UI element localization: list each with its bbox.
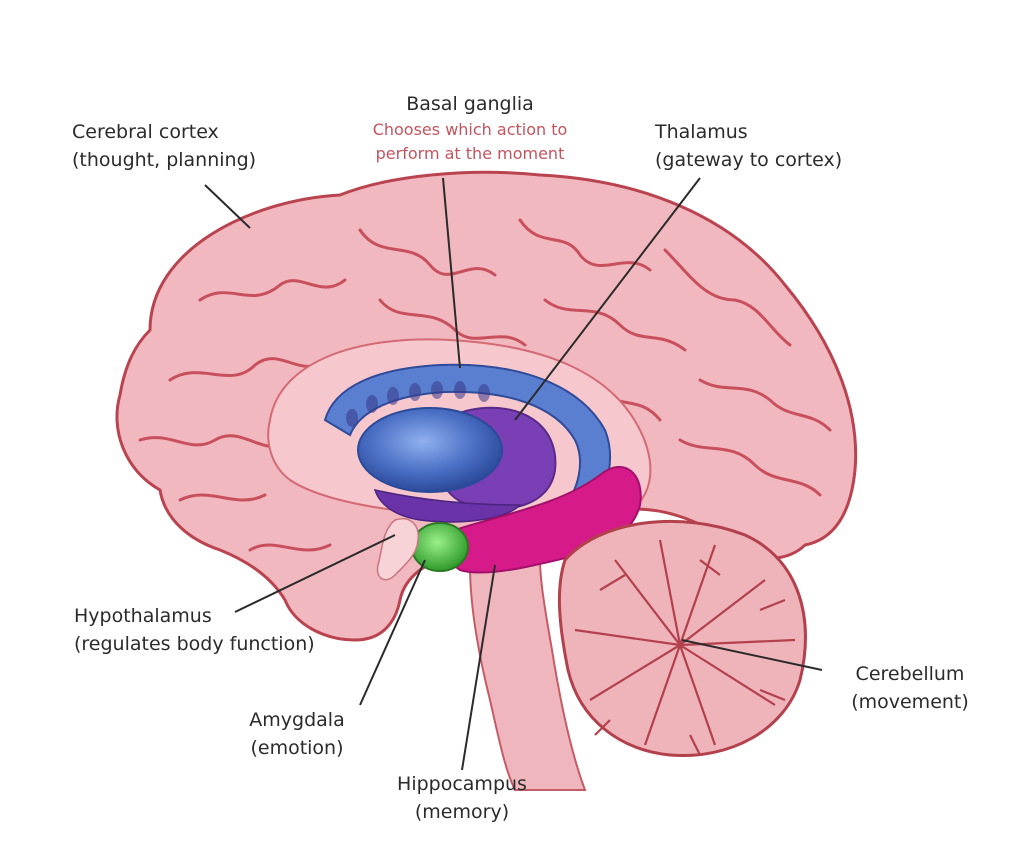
leader-hypothalamus	[234, 534, 396, 613]
leader-lines	[204, 177, 823, 771]
basal-ganglia-body	[357, 407, 503, 493]
cerebellum-subtitle: (movement)	[851, 691, 969, 713]
thalamus-lower	[373, 488, 522, 523]
cerebral-cortex-title: Cerebral cortex	[72, 121, 219, 143]
label-thalamus: Thalamus (gateway to cortex)	[655, 118, 842, 174]
leader-hippocampus	[461, 564, 496, 771]
thalamus-subtitle: (gateway to cortex)	[655, 149, 843, 171]
leader-basal-ganglia	[442, 177, 461, 369]
cerebellum-title: Cerebellum	[855, 663, 965, 685]
cerebral-cortex-subtitle: (thought, planning)	[72, 149, 257, 171]
label-basal-ganglia: Basal ganglia Chooses which action to pe…	[330, 90, 610, 166]
leader-thalamus	[514, 177, 701, 421]
label-amygdala: Amygdala (emotion)	[222, 706, 372, 762]
basal-ganglia-subtitle-line2: perform at the moment	[375, 144, 565, 163]
amygdala-title: Amygdala	[249, 709, 345, 731]
basal-ganglia-title: Basal ganglia	[406, 93, 534, 115]
hippocampus-subtitle: (memory)	[414, 801, 510, 823]
basal-ganglia-striations	[346, 381, 490, 427]
label-hippocampus: Hippocampus (memory)	[372, 770, 552, 826]
hypothalamus-subtitle: (regulates body function)	[74, 633, 315, 655]
thalamus-title: Thalamus	[655, 121, 748, 143]
amygdala-shape	[411, 522, 469, 572]
label-cerebral-cortex: Cerebral cortex (thought, planning)	[72, 118, 256, 174]
label-cerebellum: Cerebellum (movement)	[820, 660, 1000, 716]
cerebellum-shape	[557, 519, 807, 758]
leader-cerebellum	[681, 639, 823, 671]
leader-cerebral-cortex	[204, 184, 251, 229]
basal-ganglia-subtitle-line1: Chooses which action to	[372, 120, 568, 139]
hypothalamus-shape	[376, 518, 419, 581]
label-hypothalamus: Hypothalamus (regulates body function)	[74, 602, 315, 658]
leader-amygdala	[359, 559, 426, 706]
hypothalamus-title: Hypothalamus	[74, 605, 212, 627]
hippocampus-title: Hippocampus	[397, 773, 527, 795]
amygdala-subtitle: (emotion)	[250, 737, 344, 759]
